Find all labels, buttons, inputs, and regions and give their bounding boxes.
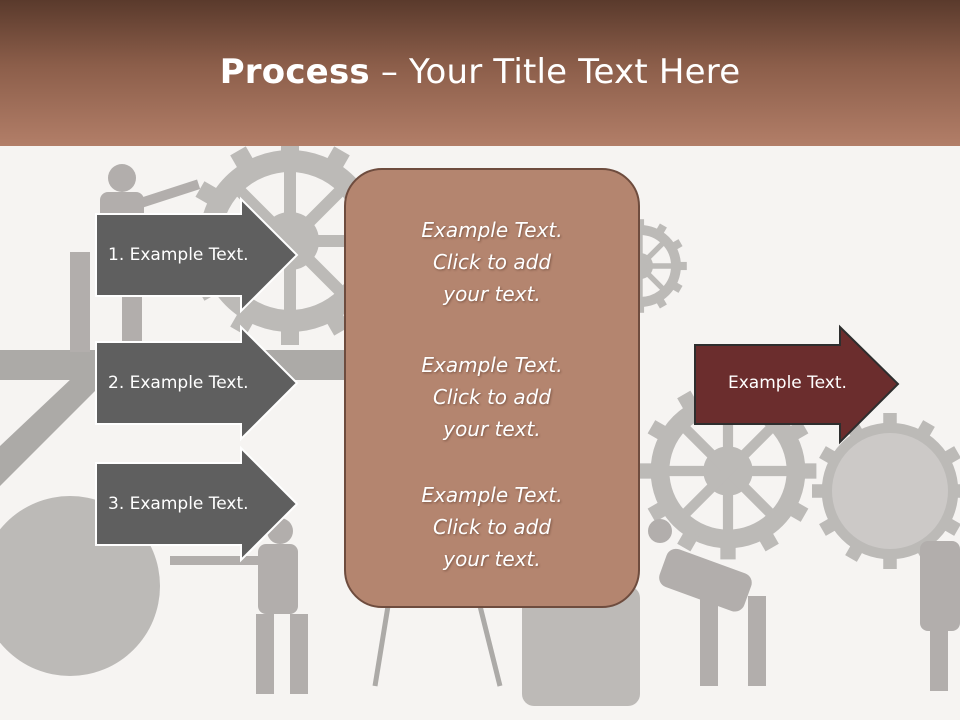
- center-block-2-line-1: Example Text.: [421, 353, 563, 377]
- step-arrow-2-shape: [95, 324, 299, 442]
- center-text-block-3: Example Text. Click to add your text.: [346, 479, 638, 575]
- center-block-2-line-3: your text.: [443, 417, 541, 441]
- step-arrow-2[interactable]: 2. Example Text.: [95, 324, 300, 442]
- step-arrow-3[interactable]: 3. Example Text.: [95, 445, 300, 563]
- step-arrow-3-label: 3. Example Text.: [108, 494, 249, 514]
- output-arrow-label: Example Text.: [728, 373, 847, 393]
- output-arrow[interactable]: Example Text.: [694, 324, 902, 445]
- title-rest-text: – Your Title Text Here: [369, 52, 741, 92]
- output-arrow-shape: [694, 324, 900, 445]
- center-text-block-2: Example Text. Click to add your text.: [346, 349, 638, 445]
- step-arrow-2-label: 2. Example Text.: [108, 373, 249, 393]
- step-arrow-1-label: 1. Example Text.: [108, 245, 249, 265]
- center-block-1-line-3: your text.: [443, 282, 541, 306]
- center-block-3-line-2: Click to add: [432, 515, 552, 539]
- center-block-1-line-2: Click to add: [432, 250, 552, 274]
- step-arrow-1-shape: [95, 196, 299, 314]
- slide-title: Process – Your Title Text Here: [0, 52, 960, 92]
- center-text-block-1: Example Text. Click to add your text.: [346, 214, 638, 310]
- step-arrow-3-shape: [95, 445, 299, 563]
- center-block-2-line-2: Click to add: [432, 385, 552, 409]
- center-block-3-line-1: Example Text.: [421, 483, 563, 507]
- center-block-1-line-1: Example Text.: [421, 218, 563, 242]
- title-bold-text: Process: [219, 52, 370, 92]
- center-text-box[interactable]: Example Text. Click to add your text. Ex…: [344, 168, 640, 608]
- step-arrow-1[interactable]: 1. Example Text.: [95, 196, 300, 314]
- title-bar: Process – Your Title Text Here: [0, 0, 960, 146]
- center-block-3-line-3: your text.: [443, 547, 541, 571]
